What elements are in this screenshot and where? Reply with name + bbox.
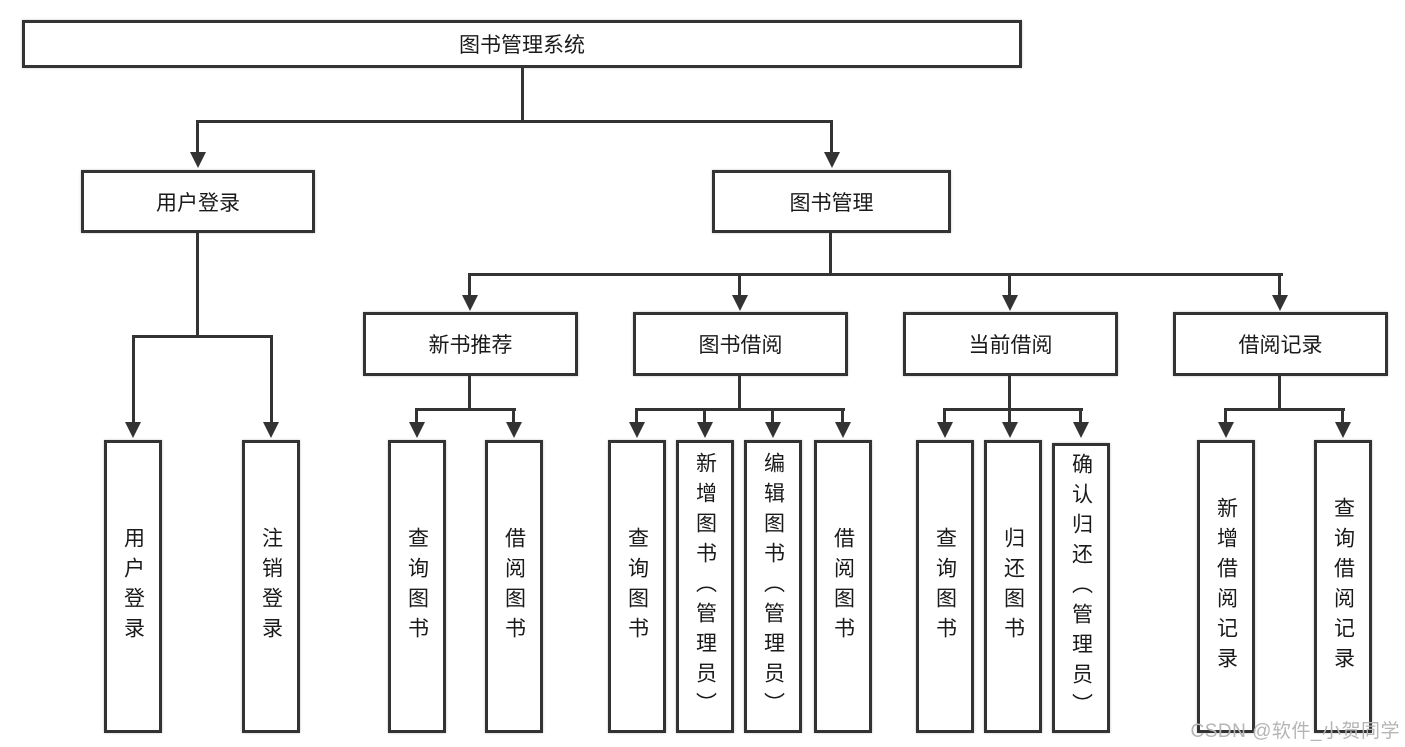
arrow-down-icon	[1272, 295, 1288, 311]
node-new-book-recommend: 新书推荐	[363, 312, 578, 376]
arrow-down-icon	[1002, 422, 1018, 438]
node-label: 图书管理系统	[459, 34, 585, 57]
connector-line	[829, 231, 832, 275]
arrow-down-icon	[824, 152, 840, 168]
leaf-label: 归还图书	[1001, 526, 1025, 647]
connector-line	[635, 408, 638, 424]
leaf-logout: 注销登录	[242, 440, 300, 733]
connector-line	[132, 335, 135, 424]
arrow-down-icon	[1073, 422, 1089, 438]
node-label: 用户登录	[156, 191, 240, 215]
leaf-add-borrow-record: 新增借阅记录	[1197, 440, 1255, 733]
node-label: 图书借阅	[698, 334, 783, 357]
connector-line	[771, 408, 774, 424]
arrow-down-icon	[1335, 422, 1351, 438]
connector-line	[943, 408, 1083, 411]
arrow-down-icon	[263, 422, 279, 438]
connector-line	[1278, 273, 1281, 297]
connector-line	[738, 273, 741, 297]
arrow-down-icon	[629, 422, 645, 438]
connector-line	[1341, 408, 1344, 424]
connector-line	[1008, 273, 1011, 297]
connector-line	[132, 335, 273, 338]
connector-line	[1224, 408, 1227, 424]
arrow-down-icon	[125, 422, 141, 438]
leaf-label: 新增借阅记录	[1214, 496, 1238, 677]
leaf-query-books-recommend: 查询图书	[388, 440, 446, 733]
leaf-label: 查询图书	[405, 526, 429, 647]
connector-line	[1008, 408, 1011, 424]
arrow-down-icon	[697, 422, 713, 438]
connector-line	[635, 408, 845, 411]
arrow-down-icon	[409, 422, 425, 438]
leaf-label: 查询图书	[625, 526, 649, 647]
node-borrow-records: 借阅记录	[1173, 312, 1388, 376]
arrow-down-icon	[1002, 295, 1018, 311]
connector-line	[1008, 374, 1011, 410]
node-book-borrow: 图书借阅	[633, 312, 848, 376]
arrow-down-icon	[835, 422, 851, 438]
leaf-query-books-current: 查询图书	[916, 440, 974, 733]
leaf-confirm-return-admin: 确认归还（管理员）	[1052, 443, 1110, 733]
node-label: 借阅记录	[1238, 334, 1323, 357]
node-current-borrow: 当前借阅	[903, 312, 1118, 376]
connector-line	[1278, 374, 1281, 410]
leaf-user-login: 用户登录	[104, 440, 162, 733]
leaf-label: 新增图书（管理员）	[693, 451, 717, 722]
node-label: 新书推荐	[428, 334, 513, 357]
leaf-return-books: 归还图书	[984, 440, 1042, 733]
connector-line	[270, 335, 273, 424]
connector-line	[415, 408, 418, 424]
leaf-label: 注销登录	[259, 526, 283, 647]
leaf-label: 借阅图书	[502, 526, 526, 647]
arrow-down-icon	[506, 422, 522, 438]
leaf-borrow-books: 借阅图书	[814, 440, 872, 733]
leaf-add-books-admin: 新增图书（管理员）	[676, 440, 734, 733]
leaf-label: 确认归还（管理员）	[1069, 453, 1093, 723]
connector-line	[521, 66, 524, 122]
arrow-down-icon	[462, 295, 478, 311]
connector-line	[468, 374, 471, 410]
connector-line	[1079, 408, 1082, 424]
arrow-down-icon	[190, 152, 206, 168]
connector-line	[468, 273, 471, 297]
connector-line	[196, 120, 833, 123]
connector-line	[943, 408, 946, 424]
arrow-down-icon	[765, 422, 781, 438]
connector-line	[1224, 408, 1345, 411]
connector-line	[512, 408, 515, 424]
leaf-query-borrow-record: 查询借阅记录	[1314, 440, 1372, 733]
leaf-borrow-books-recommend: 借阅图书	[485, 440, 543, 733]
connector-line	[841, 408, 844, 424]
node-book-management: 图书管理	[712, 170, 951, 233]
connector-line	[738, 374, 741, 410]
leaf-edit-books-admin: 编辑图书（管理员）	[744, 440, 802, 733]
node-label: 当前借阅	[968, 334, 1053, 357]
connector-line	[415, 408, 516, 411]
arrow-down-icon	[732, 295, 748, 311]
leaf-label: 用户登录	[121, 526, 145, 647]
connector-line	[196, 120, 199, 154]
connector-line	[196, 231, 199, 335]
arrow-down-icon	[937, 422, 953, 438]
node-label: 图书管理	[789, 191, 874, 215]
leaf-label: 查询借阅记录	[1331, 496, 1355, 677]
leaf-label: 编辑图书（管理员）	[761, 451, 785, 722]
leaf-label: 借阅图书	[831, 526, 855, 647]
leaf-query-books-borrow: 查询图书	[608, 440, 666, 733]
csdn-watermark: CSDN @软件_小贺同学	[1190, 721, 1400, 742]
leaf-label: 查询图书	[933, 526, 957, 647]
node-root-system: 图书管理系统	[22, 20, 1022, 68]
arrow-down-icon	[1218, 422, 1234, 438]
connector-line	[830, 120, 833, 154]
connector-line	[703, 408, 706, 424]
node-user-login: 用户登录	[81, 170, 315, 233]
connector-line	[468, 273, 1283, 276]
